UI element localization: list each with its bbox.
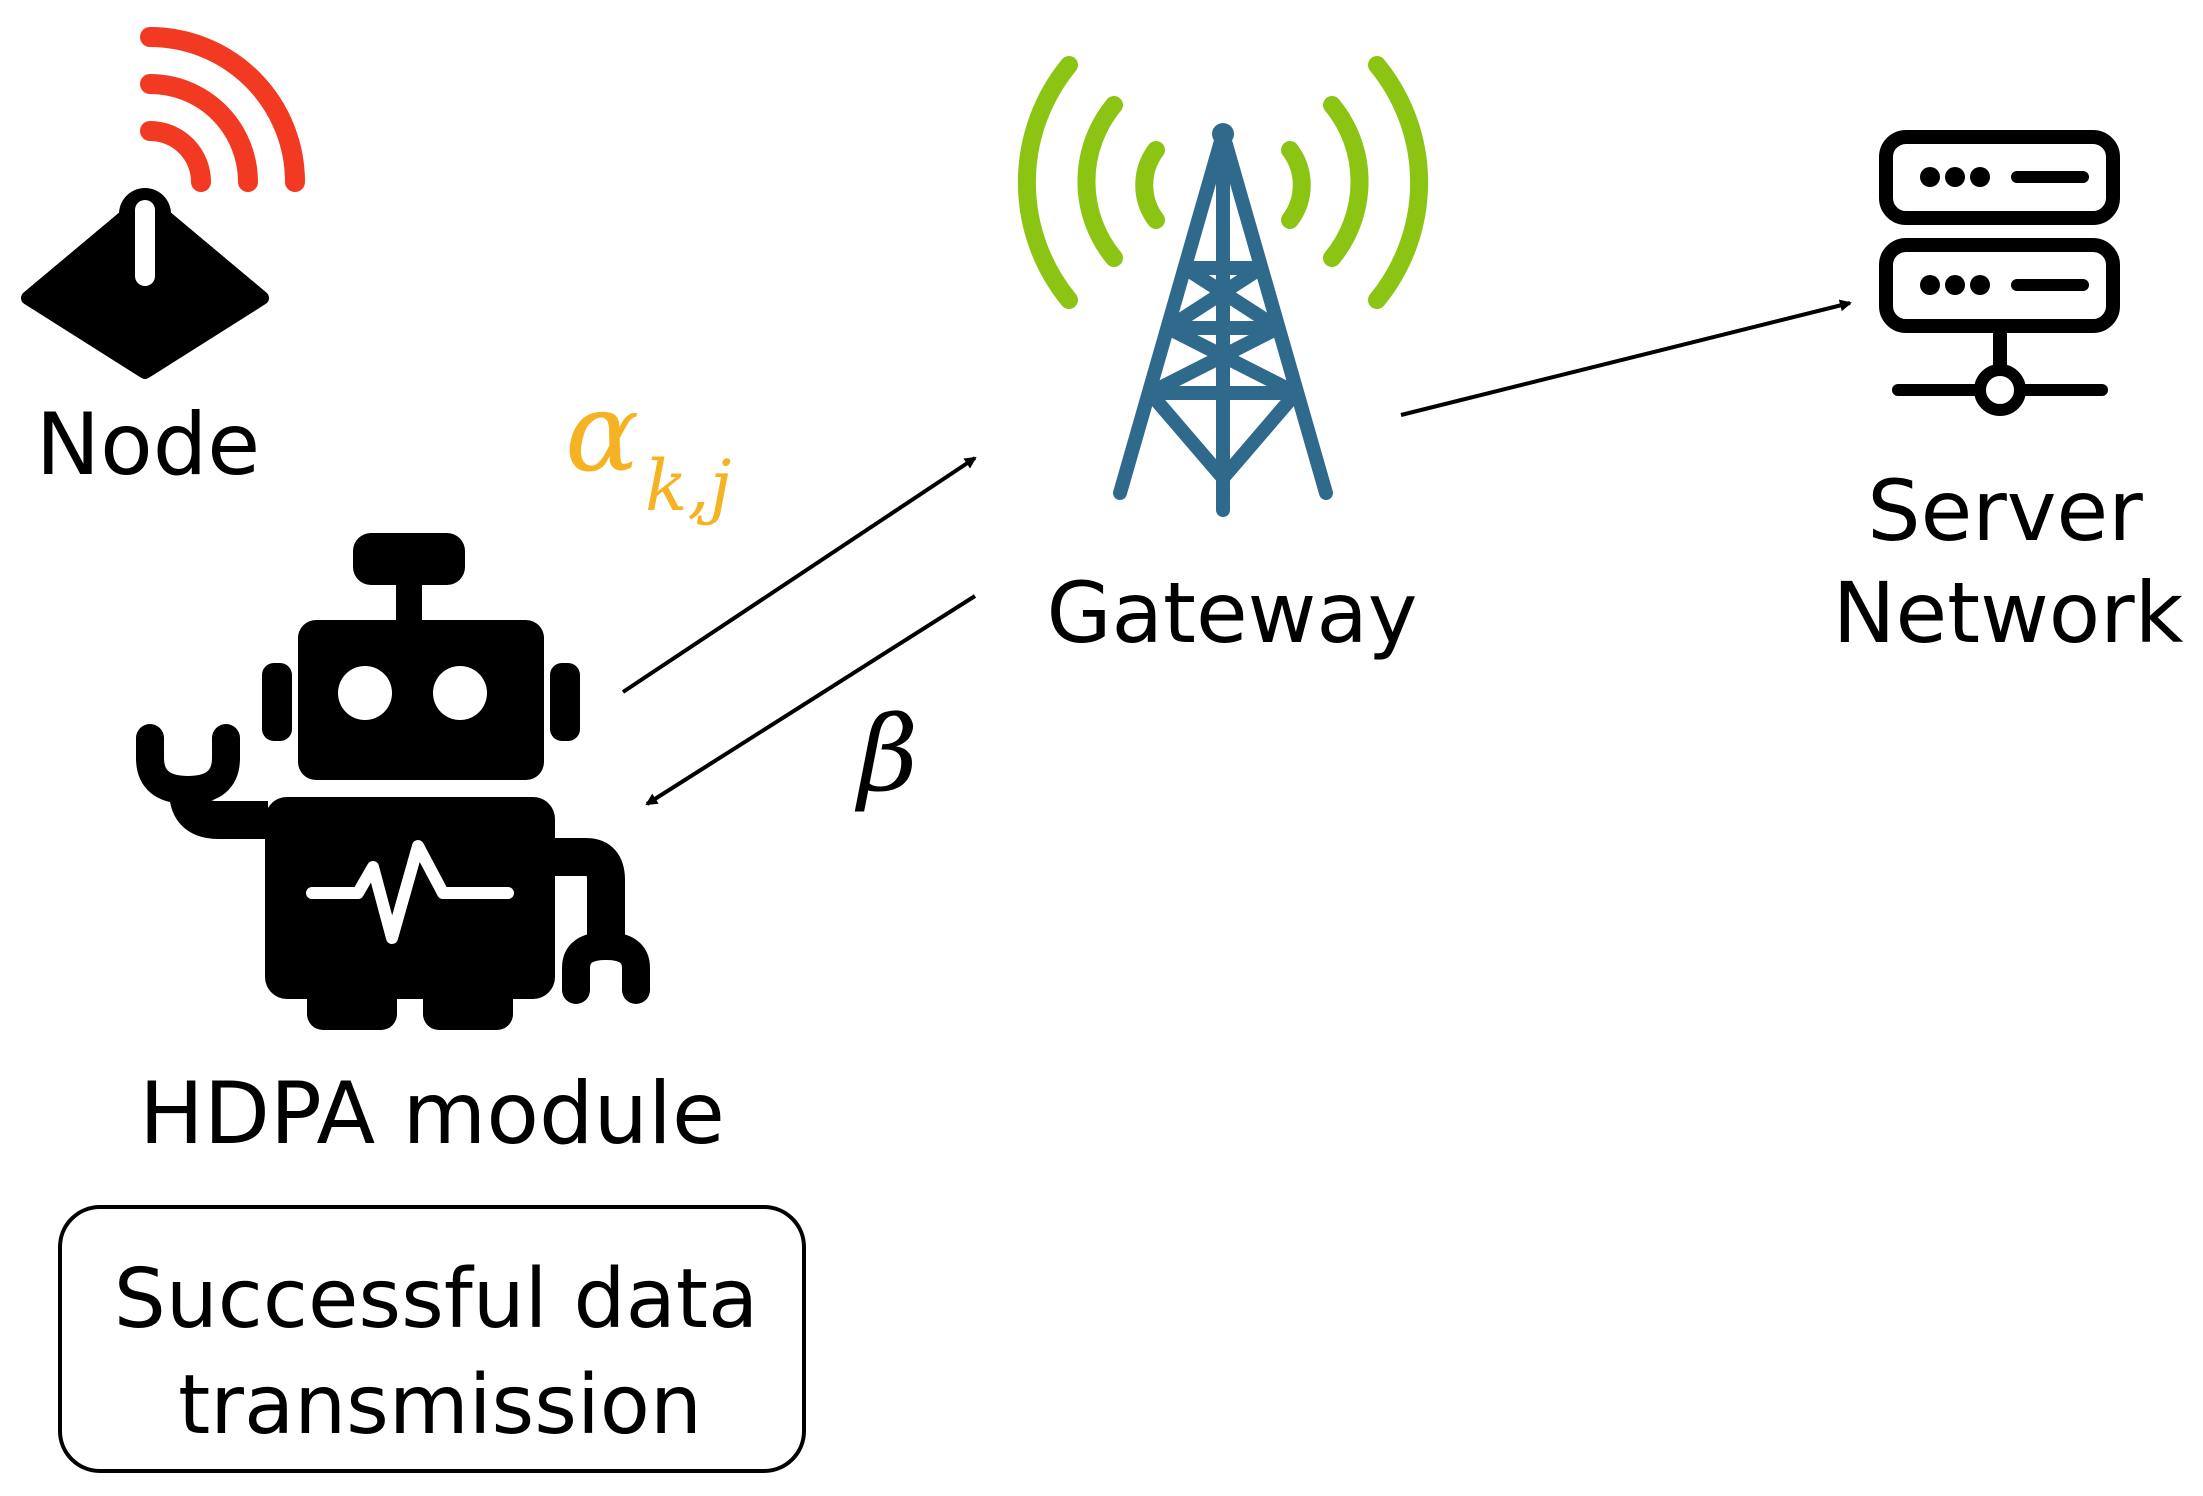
server-rack-icon (1879, 130, 2120, 416)
alpha-subscript: k,j (645, 445, 731, 527)
heartbeat-icon (306, 840, 514, 944)
alpha-base: α (565, 368, 639, 496)
hdpa-label: HDPA module (139, 1064, 725, 1164)
success-label-line2: transmission (178, 1358, 702, 1453)
gateway-label: Gateway (1046, 564, 1417, 662)
server-label-line1: Server (1867, 462, 2143, 560)
robot-icon (136, 533, 650, 1030)
node-label: Node (36, 395, 260, 495)
alpha-symbol: α k,j (565, 368, 731, 527)
success-label-line1: Successful data (114, 1252, 758, 1347)
success-box (58, 1205, 806, 1473)
backhaul-arrow (1400, 299, 1852, 417)
beta-symbol: β (854, 693, 918, 815)
iot-node-icon (21, 27, 305, 379)
cell-tower-icon (1017, 56, 1429, 517)
downlink-arrow (645, 594, 977, 806)
server-label-line2: Network (1833, 564, 2184, 662)
uplink-arrow (621, 456, 977, 694)
